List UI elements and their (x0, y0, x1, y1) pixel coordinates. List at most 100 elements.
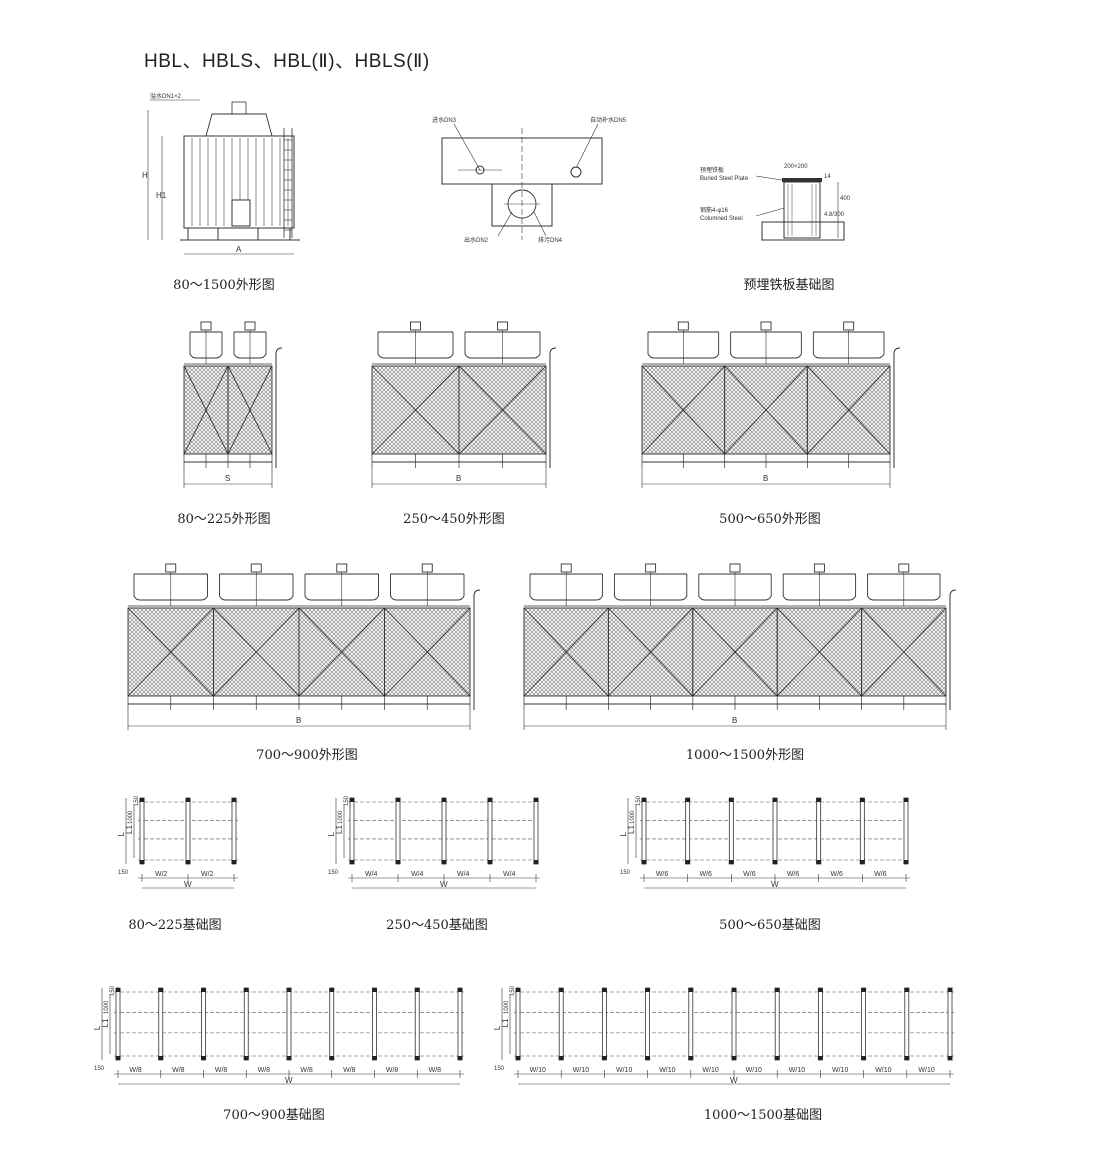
dim-150-label: 150 (620, 870, 631, 876)
dim-1000-label: 1000 (128, 810, 134, 824)
anchor-plate (685, 798, 691, 802)
segment-width-label: W/10 (875, 1067, 891, 1074)
foundation-beam (645, 987, 651, 1061)
length-l-label: L (117, 831, 126, 836)
total-width-label: W (184, 880, 192, 889)
anchor-plate (487, 798, 493, 802)
width-label: B (763, 474, 768, 483)
anchor-plate (243, 988, 249, 992)
foundation-beam (231, 797, 237, 865)
caption-outline-700-900: 700～900外形图 (256, 748, 358, 763)
total-width-label: W (440, 880, 448, 889)
fan-motor-icon (200, 321, 212, 331)
foundation-beam (243, 987, 249, 1061)
dim-150-top-label: 150 (110, 985, 116, 996)
foundation-beam (685, 797, 691, 865)
foundation-beam (533, 797, 539, 865)
foundation-beam (185, 797, 191, 865)
anchor-plate (861, 988, 867, 992)
anchor-plate (903, 798, 909, 802)
anchor-plate (772, 798, 778, 802)
dim-150-label: 150 (328, 870, 339, 876)
page-title: HBL、HBLS、HBL(Ⅱ)、HBLS(Ⅱ) (144, 51, 430, 72)
segment-width-label: W/4 (457, 871, 470, 878)
buried-plate-en-label: Buried Steel Plate (700, 176, 749, 182)
foundation-beam (903, 797, 909, 865)
foundation-beam (774, 987, 780, 1061)
segment-width-label: W/8 (215, 1067, 228, 1074)
length-l1-label: L1 (101, 1018, 110, 1027)
anchor-plate (685, 860, 691, 864)
anchor-plate (688, 1056, 694, 1060)
height-h-label: H (142, 171, 148, 180)
height-h1-label: H1 (156, 191, 167, 200)
segment-width-label: W/8 (172, 1067, 185, 1074)
width-label: S (225, 474, 230, 483)
segment-width-label: W/10 (702, 1067, 718, 1074)
anchor-plate (158, 988, 164, 992)
foundation-beam (395, 797, 401, 865)
dim-400-label: 400 (840, 196, 851, 202)
anchor-plate (414, 988, 420, 992)
outline-80-1500-drawing: 溢水DN1×2 H H1 A (142, 92, 300, 255)
caption-outline-80-225: 80～225外形图 (177, 512, 271, 527)
anchor-plate (774, 1056, 780, 1060)
anchor-plate (329, 1056, 335, 1060)
anchor-plate (139, 798, 145, 802)
foundation-beam (329, 987, 335, 1061)
anchor-plate (641, 860, 647, 864)
fan-motor-icon (244, 321, 256, 331)
fan-motor-icon (336, 563, 348, 573)
overflow-label: 溢水DN1×2 (150, 92, 182, 100)
ladder-rail (473, 589, 481, 710)
anchor-plate (601, 988, 607, 992)
foundation-beam (904, 987, 910, 1061)
fan-motor-icon (250, 563, 262, 573)
segment-width-label: W/10 (530, 1067, 546, 1074)
anchor-plate (816, 860, 822, 864)
caption-foundation-250-450: 250～450基础图 (386, 918, 488, 933)
anchor-plate (372, 1056, 377, 1060)
anchor-plate (728, 860, 734, 864)
drain-label: 排污DN4 (538, 236, 563, 244)
segment-width-label: W/8 (129, 1067, 142, 1074)
anchor-plate (688, 988, 694, 992)
anchor-plate (441, 798, 447, 802)
foundation-beam (602, 987, 607, 1061)
width-label: B (456, 474, 461, 483)
foundation-beam (731, 987, 737, 1061)
ladder-rail (275, 347, 283, 468)
anchor-plate (601, 1056, 607, 1060)
dim-1000-label: 1000 (504, 1000, 510, 1014)
length-l-label: L (493, 1025, 502, 1030)
anchor-plate (441, 860, 447, 864)
anchor-plate (558, 1056, 564, 1060)
dim-150-label: 150 (94, 1066, 105, 1072)
anchor-plate (349, 798, 355, 802)
anchor-plate (231, 860, 237, 864)
foundation-beam (139, 797, 145, 865)
anchor-plate (231, 798, 237, 802)
anchor-plate (645, 1056, 651, 1060)
segment-width-label: W/6 (874, 871, 887, 878)
ladder-rail (893, 347, 901, 468)
length-l-label: L (327, 831, 336, 836)
anchor-plate (201, 988, 206, 992)
fan-motor-icon (645, 563, 657, 573)
anchor-plate (533, 860, 539, 864)
segment-width-label: W/8 (429, 1067, 442, 1074)
segment-width-label: W/6 (743, 871, 756, 878)
dim-150-label: 150 (118, 870, 129, 876)
anchor-plate (903, 860, 909, 864)
anchor-plate (372, 988, 377, 992)
caption-foundation-1000-1500: 1000～1500基础图 (703, 1108, 823, 1123)
anchor-plate (817, 988, 823, 992)
segment-width-label: W/10 (789, 1067, 805, 1074)
pipe-connection-drawing: 进水DN3 自动补水DN5 出水DN2 排污DN4 (432, 116, 627, 244)
segment-width-label: W/2 (155, 871, 168, 878)
width-label: B (732, 716, 737, 725)
total-width-label: W (771, 880, 779, 889)
